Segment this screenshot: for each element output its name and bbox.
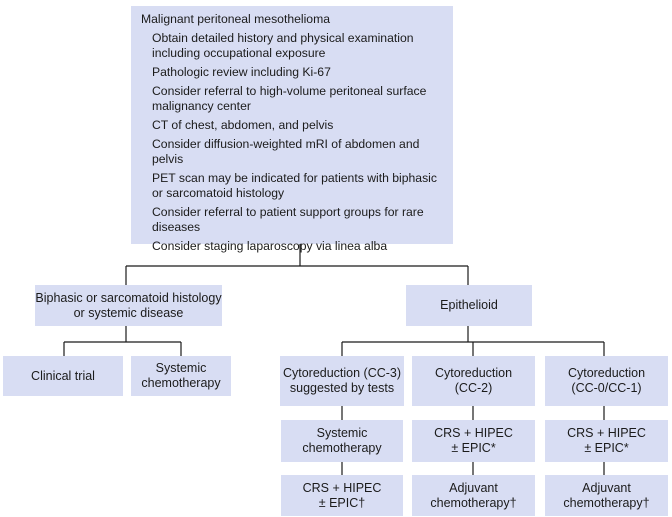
cc01-line2: (CC-0/CC-1) xyxy=(571,381,642,395)
systemic-chemo-line1: Systemic xyxy=(155,361,207,375)
clinical-trial-box: Clinical trial xyxy=(3,356,123,396)
cc01-box: Cytoreduction (CC-0/CC-1) xyxy=(545,356,668,406)
cc3-line2: suggested by tests xyxy=(289,381,395,395)
cc3-crs-line2: ± EPIC† xyxy=(318,495,366,510)
cc3-systemic-line2: chemotherapy xyxy=(302,441,382,455)
top-item: Consider diffusion-weighted mRI of abdom… xyxy=(152,137,420,166)
biphasic-box: Biphasic or sarcomatoid histology or sys… xyxy=(35,285,222,326)
systemic-chemo-line2: chemotherapy xyxy=(141,376,221,390)
cc2-box: Cytoreduction (CC-2) xyxy=(412,356,535,406)
cc2-adjuvant-line2: chemotherapy† xyxy=(430,495,517,510)
cc3-crs-box: CRS + HIPEC ± EPIC† xyxy=(281,475,403,516)
cc01-line1: Cytoreduction xyxy=(567,366,646,380)
cc2-line1: Cytoreduction xyxy=(434,366,513,380)
cc2-adjuvant-box: Adjuvant chemotherapy† xyxy=(412,475,535,516)
top-item: PET scan may be indicated for patients w… xyxy=(152,171,437,200)
top-item: Consider referral to patient support gro… xyxy=(152,205,424,234)
cc3-systemic-line1: Systemic xyxy=(316,426,368,440)
clinical-trial-label: Clinical trial xyxy=(31,368,95,383)
top-item: CT of chest, abdomen, and pelvis xyxy=(152,118,334,132)
cc01-crs-line1: CRS + HIPEC xyxy=(567,426,646,440)
cc01-adjuvant-box: Adjuvant chemotherapy† xyxy=(545,475,668,516)
cc2-crs-line2: ± EPIC* xyxy=(451,441,496,455)
epithelioid-label: Epithelioid xyxy=(440,298,498,312)
top-box-title: Malignant peritoneal mesothelioma xyxy=(141,12,331,26)
top-item: Obtain detailed history and physical exa… xyxy=(152,31,414,60)
cc01-crs-line2: ± EPIC* xyxy=(584,441,629,455)
biphasic-line2: or systemic disease xyxy=(73,305,184,320)
cc2-line2: (CC-2) xyxy=(454,381,493,395)
epithelioid-box: Epithelioid xyxy=(406,285,532,326)
cc2-adjuvant-line1: Adjuvant xyxy=(449,480,498,495)
top-item: Consider staging laparoscopy via linea a… xyxy=(152,239,388,253)
top-item: Consider referral to high-volume periton… xyxy=(152,84,427,113)
systemic-chemo-box: Systemic chemotherapy xyxy=(131,356,231,396)
cc01-adjuvant-line1: Adjuvant xyxy=(582,480,631,495)
cc2-crs-box: CRS + HIPEC ± EPIC* xyxy=(412,420,535,462)
top-box-mesothelioma: Malignant peritoneal mesothelioma Obtain… xyxy=(131,6,453,253)
cc01-crs-box: CRS + HIPEC ± EPIC* xyxy=(545,420,668,462)
cc3-crs-line1: CRS + HIPEC xyxy=(302,480,382,495)
cc2-crs-line1: CRS + HIPEC xyxy=(434,426,513,440)
cc01-adjuvant-line2: chemotherapy† xyxy=(563,495,650,510)
cc3-systemic-box: Systemic chemotherapy xyxy=(281,420,403,462)
cc3-line1: Cytoreduction (CC-3) xyxy=(282,366,402,380)
cc3-box: Cytoreduction (CC-3) suggested by tests xyxy=(280,356,404,406)
top-item: Pathologic review including Ki-67 xyxy=(152,65,331,79)
biphasic-line1: Biphasic or sarcomatoid histology xyxy=(35,290,222,305)
